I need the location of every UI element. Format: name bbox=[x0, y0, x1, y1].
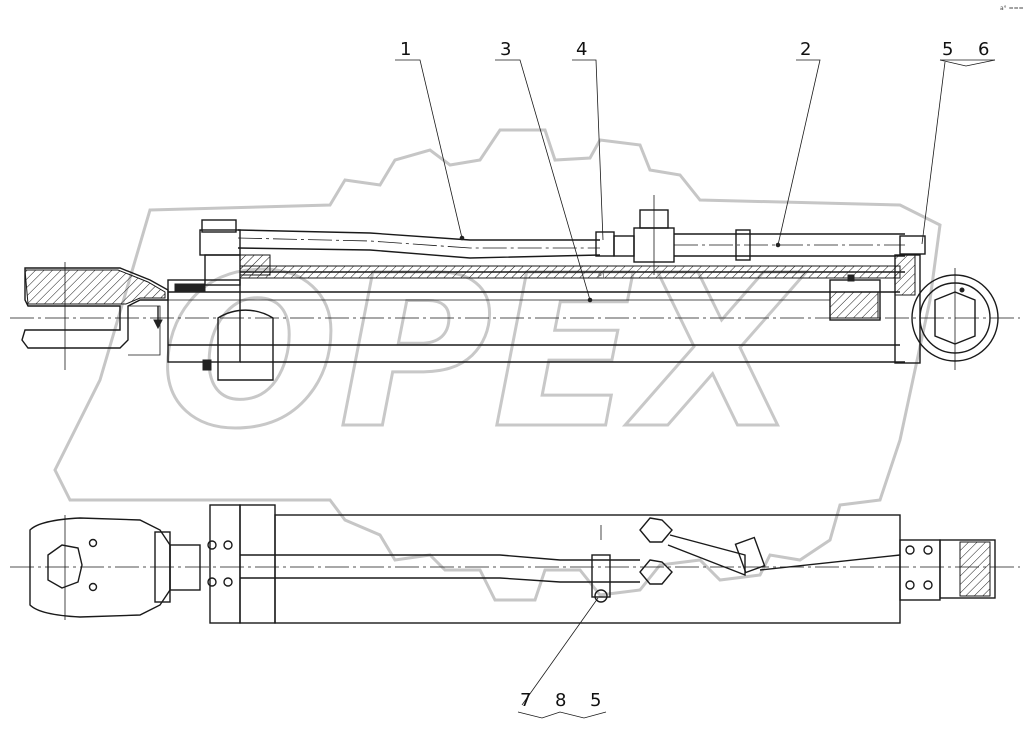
gland-fitting bbox=[199, 229, 241, 256]
piston-hatched bbox=[829, 291, 879, 319]
corner-mark: a° === bbox=[1000, 5, 1024, 12]
callout-5: 5 bbox=[942, 39, 953, 60]
gland-seals bbox=[174, 283, 206, 293]
rear-eye-plan bbox=[939, 539, 996, 599]
leader-7-8-5-brace bbox=[517, 711, 607, 719]
port-label: P1 bbox=[598, 273, 606, 280]
angled-pipe-tail bbox=[759, 554, 901, 571]
rear-eye-grease-nipple-icon bbox=[959, 287, 965, 293]
pipe-plan-bottom bbox=[240, 577, 640, 583]
clamp-bolt-head bbox=[594, 589, 608, 603]
rear-bolt-3 bbox=[905, 580, 915, 590]
clevis-fork bbox=[21, 267, 169, 349]
leader-5-6 bbox=[921, 61, 946, 245]
gland-fitting-nut bbox=[201, 219, 237, 233]
front-eye bbox=[29, 517, 171, 618]
piston-seal bbox=[847, 274, 855, 282]
rod-collar bbox=[169, 544, 201, 591]
watermark-gear-outline bbox=[53, 128, 942, 602]
top-view: P1 1 3 4 2 5 6 bbox=[10, 39, 1020, 381]
rear-bolt-4 bbox=[923, 580, 933, 590]
pipe-1-bottom bbox=[237, 247, 601, 259]
angled-pipe-clamp bbox=[734, 536, 766, 574]
leader-3-dot bbox=[587, 297, 593, 303]
leader-1-dot bbox=[459, 235, 465, 241]
leader-7-8-5 bbox=[521, 597, 599, 706]
callout-1: 1 bbox=[400, 39, 411, 60]
leader-2 bbox=[777, 59, 821, 246]
leader-3 bbox=[495, 59, 591, 301]
gland-bolt-2 bbox=[223, 540, 233, 550]
leader-2-dot bbox=[775, 242, 781, 248]
rear-bolt-2 bbox=[923, 545, 933, 555]
bottom-view: 7 8 5 bbox=[10, 504, 1020, 719]
clevis-hatched-section bbox=[24, 269, 166, 305]
callout-3: 3 bbox=[500, 39, 511, 60]
leader-5-6-brace bbox=[939, 59, 996, 67]
callout-6: 6 bbox=[978, 39, 989, 60]
callout-4: 4 bbox=[576, 39, 587, 60]
gland-flange bbox=[209, 504, 241, 624]
pipe-1-top bbox=[237, 229, 600, 241]
gland-bolt-4 bbox=[223, 577, 233, 587]
leader-4 bbox=[572, 59, 604, 241]
pipe-2-end-fitting bbox=[899, 235, 926, 255]
clevis-neck bbox=[128, 305, 161, 356]
flow-arrow-head-icon bbox=[153, 319, 163, 330]
front-eye-hole-2 bbox=[88, 582, 98, 592]
rear-eye-knurl bbox=[959, 541, 991, 597]
pipe-plan-top bbox=[240, 554, 640, 561]
pipe-1-centerline bbox=[237, 237, 600, 249]
barrel-wall-hatched bbox=[239, 265, 901, 279]
front-eye-hole-1 bbox=[88, 538, 98, 548]
gland-bolt-1 bbox=[207, 540, 217, 550]
callout-5b: 5 bbox=[590, 690, 601, 711]
callout-8: 8 bbox=[555, 690, 566, 711]
angled-pipe bbox=[667, 534, 746, 577]
rear-bolt-1 bbox=[905, 545, 915, 555]
callout-2: 2 bbox=[800, 39, 811, 60]
gland-arc bbox=[217, 309, 274, 381]
fitting-hex-lower bbox=[639, 559, 673, 585]
leader-1 bbox=[395, 59, 463, 239]
pipe-clamp-plan bbox=[591, 554, 611, 598]
cap-end-hatched bbox=[894, 254, 916, 296]
gland-bolt-3 bbox=[207, 577, 217, 587]
fitting-hex-upper bbox=[639, 517, 673, 543]
gland-flange-ring bbox=[239, 504, 276, 624]
callout-7: 7 bbox=[520, 690, 531, 711]
watermark-logo: OPEX bbox=[53, 128, 942, 602]
pipe-2-clamp bbox=[735, 229, 751, 261]
gland-bolt bbox=[202, 359, 212, 371]
